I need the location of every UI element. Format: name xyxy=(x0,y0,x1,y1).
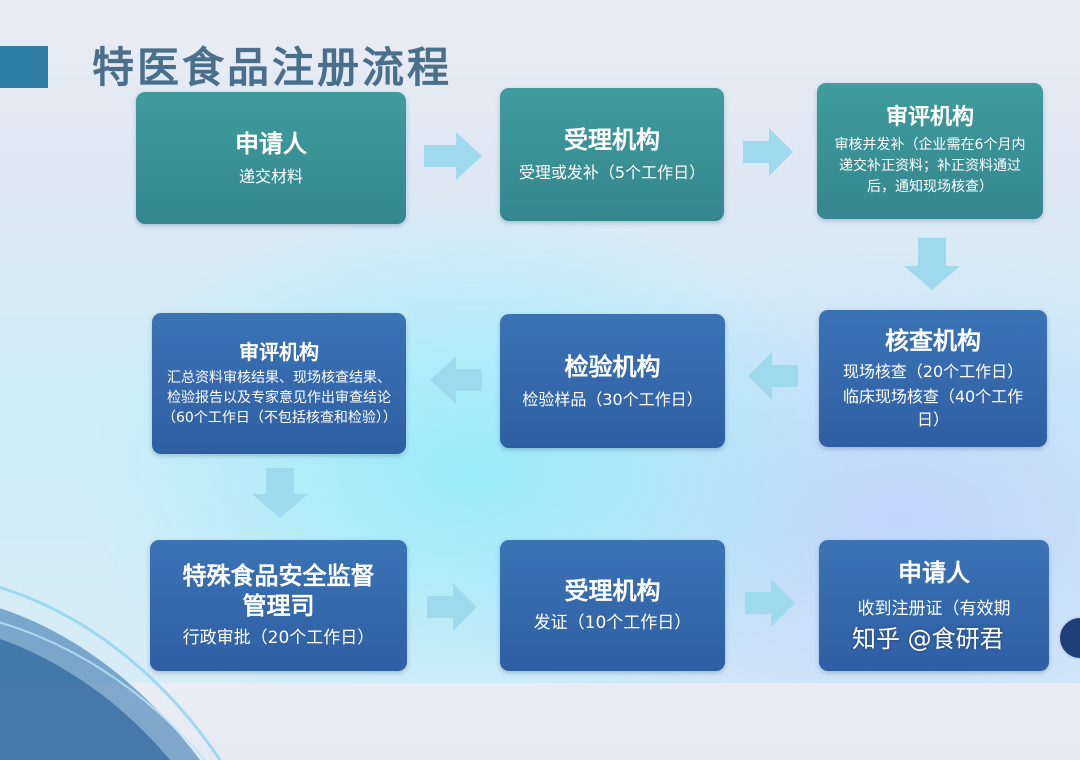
step-acceptance-agency: 受理机构 受理或发补（5个工作日） xyxy=(500,88,724,221)
step-1-body: 递交材料 xyxy=(238,166,303,186)
step-2-body: 受理或发补（5个工作日） xyxy=(518,163,706,182)
step-9-head: 申请人 xyxy=(898,559,970,587)
step-6-body: 汇总资料审核结果、现场核查结果、检验报告以及专家意见作出审查结论（60个工作日（… xyxy=(162,369,397,426)
step-applicant-submit: 申请人 递交材料 xyxy=(136,92,406,224)
step-2-head: 受理机构 xyxy=(564,126,660,154)
step-3-body: 审核并发补（企业需在6个月内递交补正资料；补正资料通过后，通知现场核查） xyxy=(834,136,1026,195)
step-verification-agency: 核查机构 现场核查（20个工作日） 临床现场核查（40个工作日） xyxy=(819,310,1047,447)
step-1-head: 申请人 xyxy=(235,129,307,158)
step-6-head: 审评机构 xyxy=(239,339,319,364)
step-review-agency: 审评机构 审核并发补（企业需在6个月内递交补正资料；补正资料通过后，通知现场核查… xyxy=(817,83,1043,219)
arrow-left-icon xyxy=(430,356,482,404)
arrow-right-icon xyxy=(745,579,795,627)
watermark-logo-icon xyxy=(1058,616,1080,660)
arrow-right-icon xyxy=(743,128,793,176)
step-3-head: 审评机构 xyxy=(885,104,974,130)
step-4-body-onsite: 现场核查（20个工作日） xyxy=(842,362,1024,381)
step-applicant-receive: 申请人 收到注册证（有效期 xyxy=(819,540,1049,671)
step-5-head: 检验机构 xyxy=(564,352,661,381)
watermark-text: 知乎 @食研君 xyxy=(852,625,1004,653)
step-8-body: 发证（10个工作日） xyxy=(533,613,692,633)
arrow-down-icon xyxy=(904,238,960,290)
title-accent-bar xyxy=(0,46,48,88)
arrow-down-icon xyxy=(252,468,308,518)
step-7-head: 特殊食品安全监督管理司 xyxy=(182,562,375,620)
step-special-food-dept: 特殊食品安全监督管理司 行政审批（20个工作日） xyxy=(150,540,407,671)
arrow-left-icon xyxy=(748,352,798,400)
step-4-body-clinical: 临床现场核查（40个工作日） xyxy=(842,387,1024,429)
step-certificate-issue: 受理机构 发证（10个工作日） xyxy=(500,540,725,671)
arrow-right-icon xyxy=(427,583,477,631)
step-8-head: 受理机构 xyxy=(564,577,661,605)
step-9-body: 收到注册证（有效期 xyxy=(857,599,1011,619)
page-title: 特医食品注册流程 xyxy=(92,43,453,92)
step-inspection-agency: 检验机构 检验样品（30个工作日） xyxy=(500,314,725,448)
step-4-head: 核查机构 xyxy=(885,327,981,355)
step-review-conclusion: 审评机构 汇总资料审核结果、现场核查结果、检验报告以及专家意见作出审查结论（60… xyxy=(152,313,406,454)
step-5-body: 检验样品（30个工作日） xyxy=(522,389,703,409)
arrow-right-icon xyxy=(424,132,482,180)
step-7-body: 行政审批（20个工作日） xyxy=(182,628,375,648)
